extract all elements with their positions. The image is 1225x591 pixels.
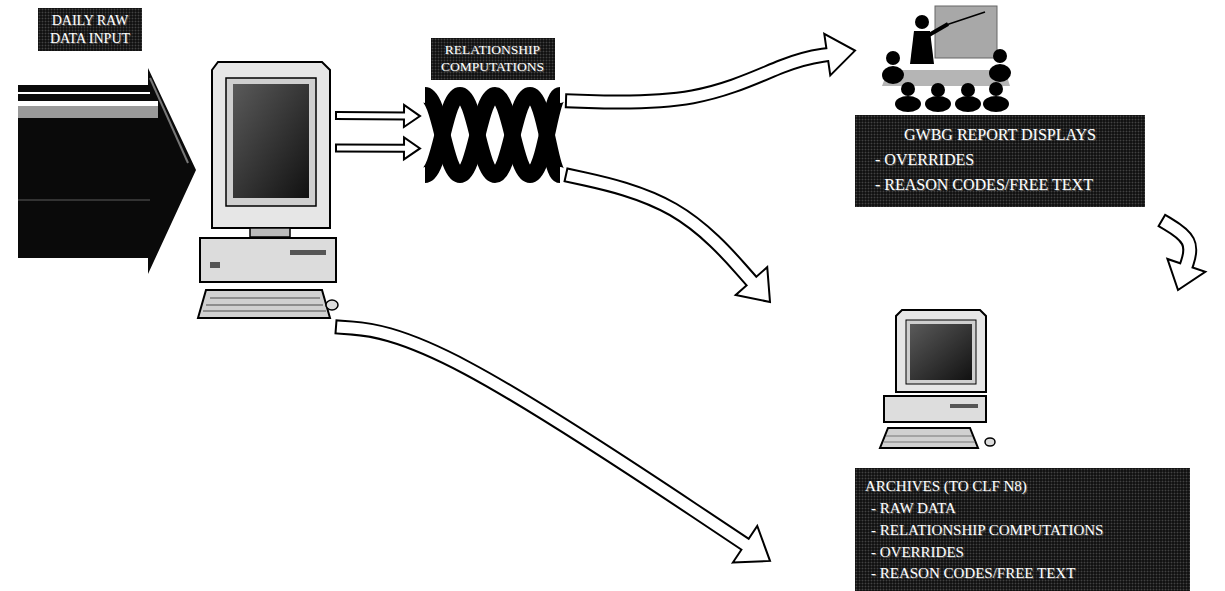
key-row (203, 310, 326, 312)
audience-body (925, 96, 951, 112)
process-group: ARCHIVES (TO CLF N8)- RAW DATA- RELATION… (770, 290, 1195, 591)
input-arrows (18, 68, 196, 274)
audience-head (989, 82, 1003, 96)
key-row (210, 297, 320, 299)
audience-body (882, 66, 904, 84)
box-list-item: - OVERRIDES (867, 148, 1133, 173)
input-arrow (18, 68, 196, 274)
box-list-item: - REASON CODES/FREE TEXT (867, 173, 1133, 198)
audience-body (983, 96, 1009, 112)
flow-arrow (335, 137, 420, 159)
arrow-shaft-fill (337, 327, 747, 545)
presentation-board (935, 6, 997, 58)
flow-arrow (1161, 220, 1205, 290)
box-heading: ARCHIVES (TO CLF N8) (865, 476, 1180, 498)
power-button (210, 262, 220, 268)
flow-arrow (335, 327, 770, 563)
flow-arrow (335, 105, 420, 127)
presentation-icon (882, 6, 1011, 112)
box-heading: GWBG REPORT DISPLAYS (867, 123, 1133, 148)
key-row (884, 441, 975, 442)
audience-head (931, 83, 945, 97)
computer-icon (198, 62, 338, 318)
process-group: DAILY RAW DATA INPUT (15, 5, 335, 330)
arrow-shaft-outline (335, 111, 406, 120)
cpu-case (884, 396, 986, 422)
box-list-item: - OVERRIDES (865, 542, 1180, 564)
process-group: GWBG REPORT DISPLAYS- OVERRIDES- REASON … (855, 0, 1195, 220)
mouse (326, 300, 338, 310)
arrow-shaft-outline (335, 144, 406, 153)
arrow-shaft-fill (337, 113, 406, 118)
arrow-shaft-fill (567, 175, 753, 283)
twist-strand (425, 95, 560, 175)
key-row (206, 304, 323, 306)
keyboard (880, 428, 978, 448)
keyboard (198, 290, 330, 318)
arrow-layer-line (18, 101, 158, 106)
twist-strand (425, 95, 560, 175)
arrow-head (404, 105, 420, 127)
cpu-case (200, 238, 336, 282)
pointer (946, 12, 985, 25)
monitor-screen (233, 84, 309, 198)
arrow-shaft-outline (565, 54, 829, 102)
presenter-head (915, 15, 929, 29)
monitor-bezel (226, 78, 316, 206)
label-panel: DAILY RAW DATA INPUT (38, 8, 142, 51)
drive-slot (950, 404, 978, 408)
arrow-layer-line (18, 199, 150, 201)
arrow-layer-line (18, 92, 150, 94)
audience-head (961, 83, 975, 97)
relationship-twist (425, 95, 560, 175)
monitor-screen (910, 324, 972, 380)
flow-arrow (565, 175, 770, 302)
arrow-shaft-fill (1163, 221, 1190, 267)
box-list-item: - REASON CODES/FREE TEXT (865, 563, 1180, 585)
process-group: RELATIONSHIP COMPUTATIONS (420, 36, 565, 190)
audience-body (955, 96, 981, 112)
box-heading: RELATIONSHIP COMPUTATIONS (437, 42, 549, 76)
label-panel: GWBG REPORT DISPLAYS- OVERRIDES- REASON … (855, 115, 1145, 207)
audience-head (901, 82, 915, 96)
key-row (886, 435, 972, 436)
arrow-shaft-outline (1161, 220, 1190, 267)
audience-head (886, 51, 900, 65)
drive-slot (290, 250, 326, 255)
presenter-arm (929, 24, 948, 35)
arrow-layer-edge (150, 78, 188, 163)
arrow-shaft-fill (337, 146, 406, 151)
arrow-head (404, 137, 420, 159)
arrow-shaft-fill (567, 54, 829, 102)
arrow-shaft-outline (335, 327, 747, 546)
monitor-stand (250, 228, 290, 237)
arrow-layer-band (18, 106, 158, 118)
box-heading: DAILY RAW DATA INPUT (44, 12, 136, 47)
archive-computer-icon (880, 310, 995, 448)
audience-head (993, 49, 1007, 63)
mouse (985, 438, 995, 446)
box-list-item: - RELATIONSHIP COMPUTATIONS (865, 520, 1180, 542)
label-panel: ARCHIVES (TO CLF N8)- RAW DATA- RELATION… (855, 468, 1190, 591)
monitor-frame (896, 310, 986, 392)
label-panel: RELATIONSHIP COMPUTATIONS (431, 38, 555, 80)
box-list-item: - RAW DATA (865, 498, 1180, 520)
audience-body (989, 64, 1011, 82)
arrow-shaft-outline (565, 175, 753, 283)
audience-body (895, 96, 921, 112)
monitor-bezel (906, 320, 976, 384)
flow-arrow (565, 34, 855, 102)
monitor-frame (212, 62, 330, 228)
